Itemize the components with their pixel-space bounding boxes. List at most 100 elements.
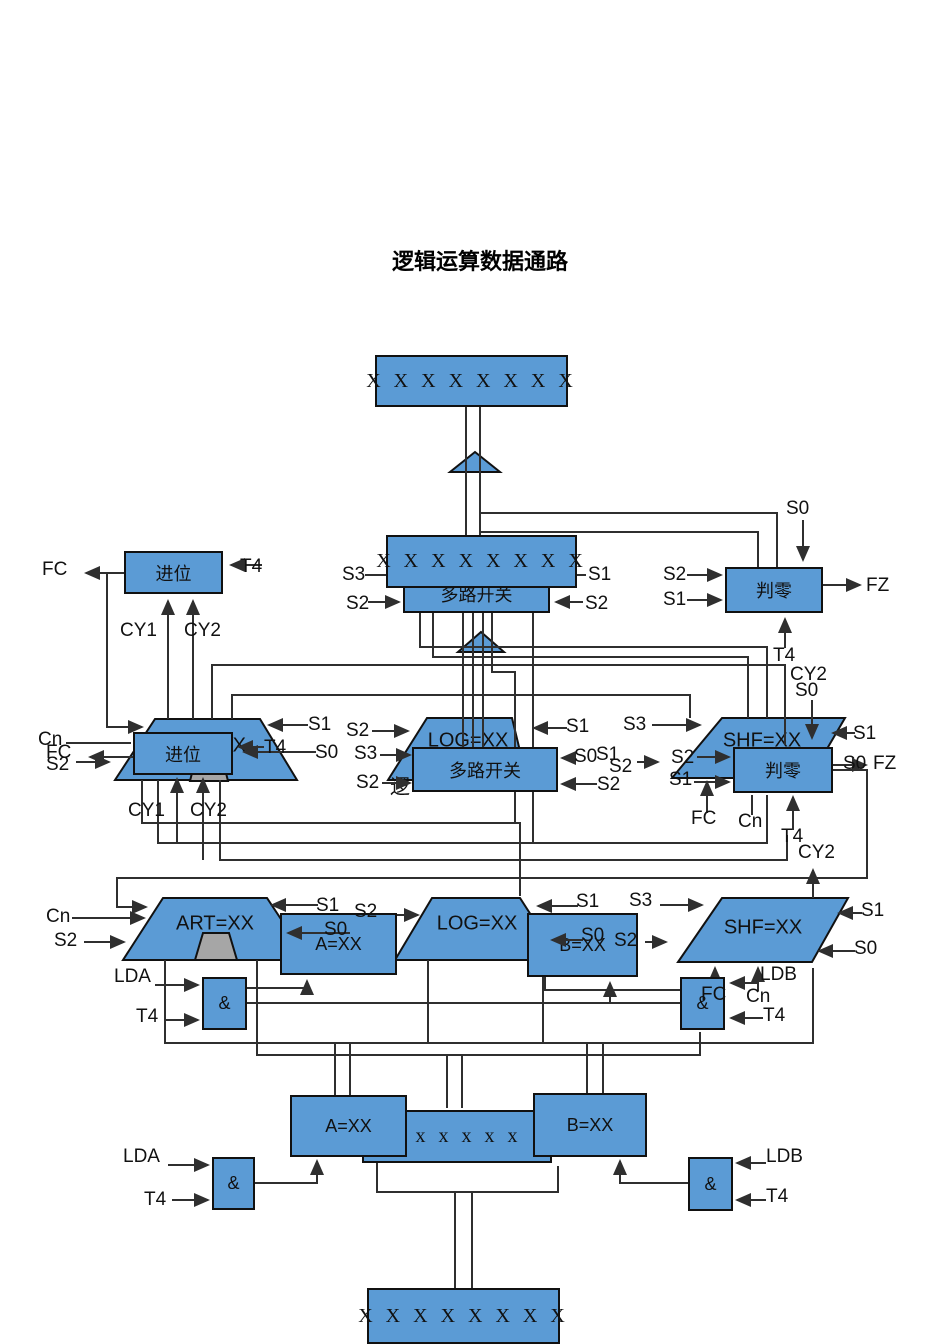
a-register-box-bottom: A=XX xyxy=(290,1095,407,1157)
wire xyxy=(106,573,144,734)
label-cy1: CY1 xyxy=(128,800,165,821)
label-t4: T4 xyxy=(773,645,796,666)
wire xyxy=(141,780,521,896)
label-s3: S3 xyxy=(342,564,366,585)
label-s2: S2 xyxy=(346,720,370,741)
label-fz: FZ xyxy=(866,575,890,596)
wire xyxy=(613,1159,688,1184)
label-s0: S0 xyxy=(315,742,339,763)
wire xyxy=(256,960,701,1056)
label-t4: T4 xyxy=(144,1189,167,1210)
wire xyxy=(219,780,788,861)
label-t4: T4 xyxy=(781,826,804,847)
alu-log-caption-low: LOG=XX xyxy=(436,912,518,935)
carry-box-mid: 进位 xyxy=(133,732,233,775)
label-s1: S1 xyxy=(596,744,620,765)
register-box-top: X X X X X X X X xyxy=(366,355,573,407)
label-fc: FC xyxy=(46,742,72,763)
register-box-mid: X X X X X X X X xyxy=(376,535,583,588)
label-cy2: CY2 xyxy=(798,842,835,863)
wire xyxy=(480,531,759,567)
wire xyxy=(419,613,768,718)
alu-shf-caption-mid: SHF=XX xyxy=(722,729,802,752)
wire xyxy=(255,1159,324,1184)
label-s2: S2 xyxy=(663,564,687,585)
wire xyxy=(164,960,814,1044)
wire xyxy=(247,979,314,995)
label-cn: Cn xyxy=(46,906,71,927)
label-s0: S0 xyxy=(795,680,819,701)
label-s0: S0 xyxy=(786,498,810,519)
label-s0: S0 xyxy=(574,746,598,767)
label-fc: FC xyxy=(42,559,68,580)
alu-art-caption-low: ART=XX xyxy=(176,912,254,935)
label-cy2: CY2 xyxy=(190,800,227,821)
bus-arrow-triangle-top xyxy=(447,450,503,473)
label-s3: S3 xyxy=(629,890,653,911)
label-fz: FZ xyxy=(873,753,897,774)
wire xyxy=(544,977,680,991)
wire xyxy=(376,1163,559,1193)
mux-box-mid: 多路开关 xyxy=(412,747,558,792)
carry-wedge-low xyxy=(193,932,239,961)
label-s2: S2 xyxy=(54,930,78,951)
label-cn: Cn xyxy=(746,986,771,1007)
diagram-title: 逻辑运算数据通路 xyxy=(391,249,568,274)
label-cy2: CY2 xyxy=(790,664,827,685)
label-s0: S0 xyxy=(581,925,605,946)
label-ldb: LDB xyxy=(760,964,797,985)
wire xyxy=(211,664,786,745)
and-gate-mid-right: & xyxy=(680,977,725,1030)
register-box-bottom: X X X X X X X X xyxy=(358,1288,565,1344)
label-s1: S1 xyxy=(576,891,600,912)
label-s0: S0 xyxy=(324,919,348,940)
alu-shf-caption-low: SHF=XX xyxy=(723,916,803,939)
label-cy1: CY1 xyxy=(120,620,157,641)
label-s2: S2 xyxy=(671,747,695,768)
alu-log-caption-mid: LOG=XX xyxy=(427,729,509,752)
label-s1: S1 xyxy=(316,895,340,916)
a-register-box-mid: A=XX xyxy=(280,913,397,975)
wire xyxy=(432,613,749,718)
b-register-box-bottom: B=XX xyxy=(533,1093,647,1157)
label-ldb: LDB xyxy=(766,1146,803,1167)
label-s1: S1 xyxy=(566,716,590,737)
and-gate-bottom-left: & xyxy=(212,1157,255,1210)
and-gate-bottom-right: & xyxy=(688,1157,733,1211)
label-s2: S2 xyxy=(614,930,638,951)
label-s2: S2 xyxy=(354,901,378,922)
label-s1: S1 xyxy=(861,900,885,921)
label-fc: FC xyxy=(701,984,727,1005)
label-fc: FC xyxy=(691,808,717,829)
label-s2: S2 xyxy=(597,774,621,795)
label-s1: S1 xyxy=(663,589,687,610)
label-s2: S2 xyxy=(585,593,609,614)
label-s1: S1 xyxy=(308,714,332,735)
wire xyxy=(480,512,778,567)
carry-box-top: 进位 xyxy=(124,551,223,594)
and-gate-mid-left: & xyxy=(202,977,247,1030)
label-t4: T4 xyxy=(136,1006,159,1027)
label-cn: Cn xyxy=(738,811,763,832)
label-s2: S2 xyxy=(346,593,370,614)
label-s0: S0 xyxy=(854,938,878,959)
label-t4: T4 xyxy=(264,737,287,758)
wire xyxy=(157,780,768,844)
label-s0: S0 xyxy=(843,753,867,774)
label-s1: S1 xyxy=(588,564,612,585)
label-s3: S3 xyxy=(623,714,647,735)
zero-detect-box-top: 判零 xyxy=(725,567,823,613)
label-s1: S1 xyxy=(853,723,877,744)
zero-detect-box-mid: 判零 xyxy=(733,747,833,793)
label-s2: S2 xyxy=(609,756,633,777)
label-lda: LDA xyxy=(123,1146,160,1167)
label-t4: T4 xyxy=(240,556,263,577)
label-s2: S2 xyxy=(356,772,380,793)
label-t4: T4 xyxy=(763,1005,786,1026)
label-lda: LDA xyxy=(114,966,151,987)
alu-shf-parallelogram-low xyxy=(676,897,850,963)
label-t4: T4 xyxy=(766,1186,789,1207)
wire xyxy=(231,694,691,719)
